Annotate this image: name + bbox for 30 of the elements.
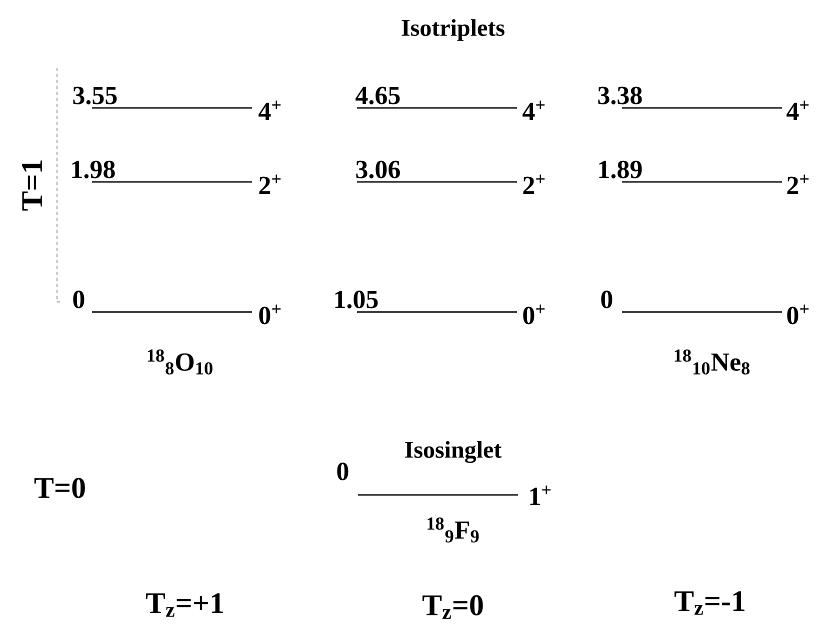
energy-value: 0 (73, 290, 84, 308)
heading: Isosinglet (405, 441, 502, 463)
spin-label: 2$^{+}$ (259, 174, 281, 194)
spin-label: 0$^{+}$ (787, 304, 809, 324)
energy-value: 3.06 (356, 160, 400, 178)
spin-label: 2$^{+}$ (523, 174, 545, 194)
spin-label: 4$^{+}$ (786, 100, 809, 120)
energy-value: 1.98 (72, 160, 115, 178)
energy-value: 0 (601, 290, 612, 308)
isospin-label: T$_{z}$=+1 (146, 593, 223, 617)
energy-value: 1.89 (599, 160, 642, 178)
nucleus-label: 18$_{9}$F$_{9}$ (428, 517, 479, 542)
energy-value: 3.55 (73, 86, 117, 104)
energy-value: 4.65 (356, 86, 400, 104)
spin-label: 4$^{+}$ (258, 100, 281, 120)
spin-label: 0$^{+}$ (523, 304, 545, 324)
isospin-label: T$_{z}$=-1 (674, 591, 744, 615)
title: Isotriplets (402, 19, 504, 41)
isospin-label: T$_{z}$=0 (422, 595, 483, 619)
energy-value: 3.38 (598, 86, 642, 104)
energy-value: 1.05 (335, 290, 378, 308)
nucleus-label: 18$_{8}$O$_{10}$ (148, 349, 212, 374)
spin-label: 2$^{+}$ (787, 174, 809, 194)
spin-label: 4$^{+}$ (522, 100, 545, 120)
spin-label: 1$^{+}$ (530, 486, 551, 505)
axis-label: T=1 (22, 160, 42, 211)
axis-label: T=0 (34, 478, 85, 498)
energy-value: 0 (337, 462, 348, 480)
nucleus-label: 18$_{10}$Ne$_{8}$ (674, 349, 750, 374)
spin-label: 0$^{+}$ (259, 304, 281, 324)
